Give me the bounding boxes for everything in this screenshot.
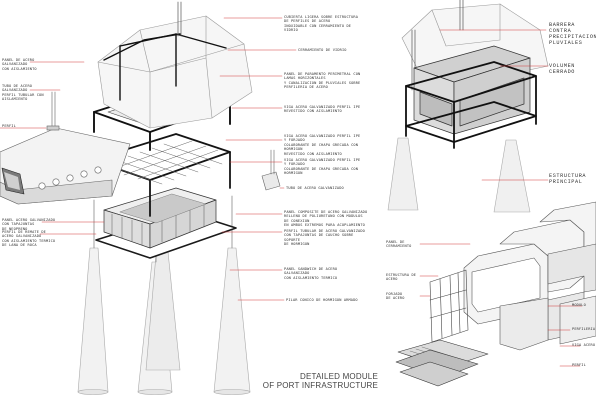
label-lr-profiles: PERFILERIA: [572, 327, 596, 331]
label-composite-panel: PANEL COMPOSITE DE ACERO GALVANIZADO REL…: [284, 210, 368, 228]
label-sandwich-panel: PANEL SANDWICH DE ACERO GALVANIZADO CON …: [284, 267, 338, 280]
label-conical-pillar: PILAR CONICO DE HORMIGON ARMADO: [286, 298, 358, 302]
main-glass-canopy: [97, 15, 253, 129]
leader-lines: [0, 17, 583, 367]
label-left-edge-profile: PERFIL DE REMATE DE ACERO GALVANIZADO CO…: [2, 230, 56, 248]
sheet-title: DETAILED MODULE OF PORT INFRASTRUCTURE: [254, 372, 378, 390]
label-left-panel: PANEL DE ACERO GALVANIZADO CON AISLAMIEN…: [2, 58, 37, 71]
lr-modules: [463, 201, 596, 351]
ur-structure: [405, 61, 537, 149]
sheet-title-line1: DETAILED MODULE: [300, 372, 378, 381]
ur-piles: [387, 137, 531, 213]
label-left-tube: TUBO DE ACERO GALVANIZADO PERFIL TUBULAR…: [2, 84, 44, 102]
label-lr-profile: PERFIL: [572, 363, 586, 367]
label-left-profile: PERFIL: [2, 124, 16, 128]
main-conical-piles: [77, 231, 251, 395]
label-rain-barrier: BARRERA CONTRA PRECIPITACIONES PLUVIALES: [549, 22, 596, 46]
sheet-title-line2: OF PORT INFRASTRUCTURE: [262, 381, 378, 390]
label-roof-structure: CUBIERTA LIGERA SOBRE ESTRUCTURA DE PERF…: [284, 15, 359, 33]
label-perimeter-panel: PANEL DE PARAMENTO PERIMETRAL CON LAMAS …: [284, 72, 361, 90]
label-lr-steel-structure: ESTRUCTURA DE ACERO: [386, 273, 417, 282]
label-closed-volume: VOLUMEN CERRADO: [549, 63, 575, 75]
main-left-pipe: [46, 91, 60, 131]
label-tubular-profile: PERFIL TUBULAR DE ACERO GALVANIZADO CON …: [284, 229, 365, 247]
label-lr-steel-beam: VIGA ACERO: [572, 343, 596, 347]
ur-volume: [413, 45, 531, 135]
main-small-block: [261, 149, 281, 191]
main-roof-frame: [103, 33, 227, 101]
label-ipe-slab-insulated: VIGA ACERO GALVANIZADO PERFIL IPE Y FORJ…: [284, 134, 361, 156]
label-ipe-slab: VIGA ACERO GALVANIZADO PERFIL IPE Y FORJ…: [284, 158, 361, 176]
label-steel-tube: TUBO DE ACERO GALVANIZADO: [286, 186, 344, 190]
label-main-structure: ESTRUCTURA PRINCIPAL: [549, 173, 587, 185]
label-lr-enclosure-panel: PANEL DE CERRAMIENTO: [386, 240, 412, 249]
main-side-module: [0, 127, 131, 205]
label-lr-steel-slab: FORJADO DE ACERO: [386, 292, 405, 301]
label-left-panel-neoprene: PANEL ACERO GALVANIZADO CON TAPAJUNTAS D…: [2, 218, 56, 231]
label-lr-module: MODULO: [572, 303, 586, 307]
lr-frame: [429, 269, 469, 343]
label-ipe-beam: VIGA ACERO GALVANIZADO PERFIL IPE REVEST…: [284, 105, 361, 114]
main-roof-mast: [177, 1, 182, 37]
label-glass-enclosure: CERRAMIENTO DE VIDRIO: [298, 48, 347, 52]
main-lower-box: [103, 187, 217, 249]
lr-floor-deck: [395, 339, 489, 387]
